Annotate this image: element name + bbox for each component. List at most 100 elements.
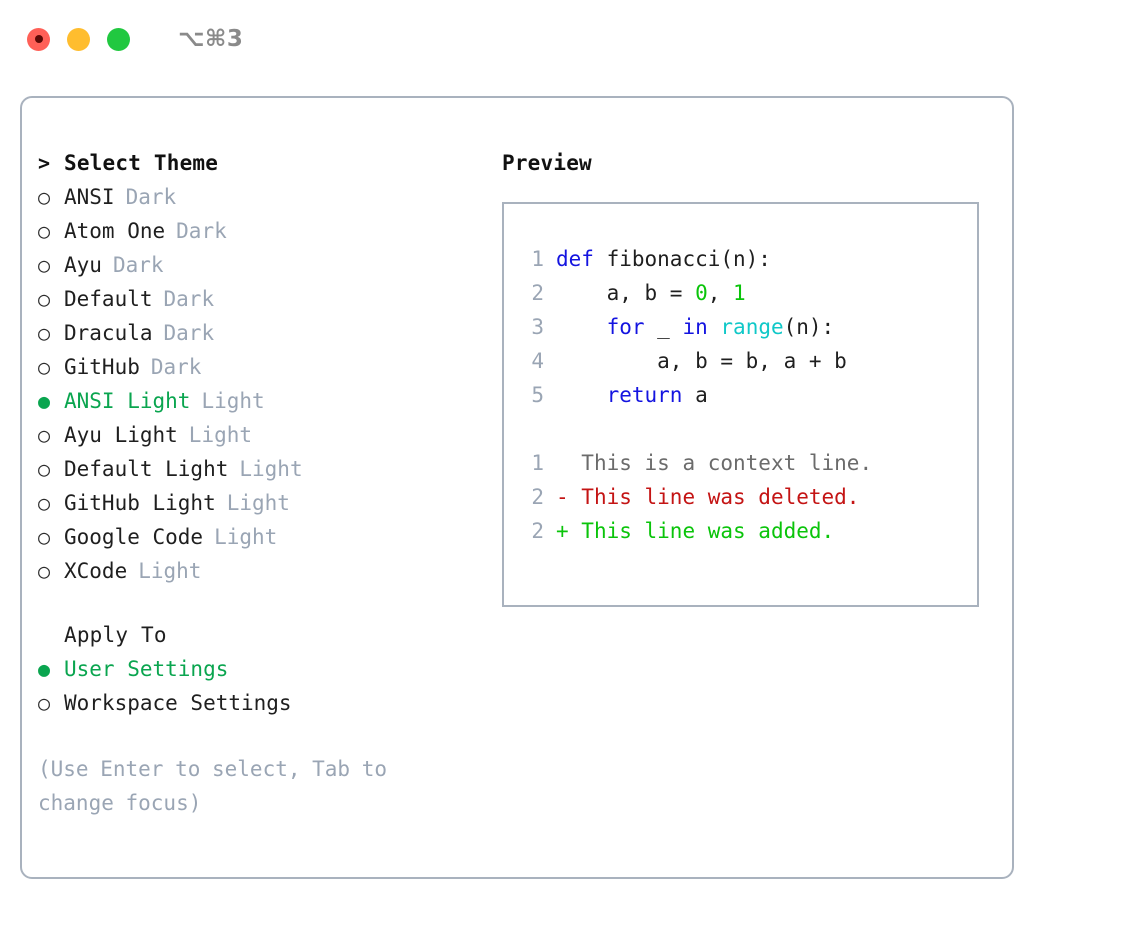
code-token xyxy=(556,315,607,339)
diff-line: 2- This line was deleted. xyxy=(504,480,977,514)
theme-item-label: ANSI xyxy=(64,185,115,209)
diff-line-content: This line was deleted. xyxy=(568,485,860,509)
theme-item-variant: Dark xyxy=(176,219,227,243)
theme-item-variant: Light xyxy=(138,559,202,583)
theme-item-label: Ayu xyxy=(64,253,102,277)
apply-to-item-label: User Settings xyxy=(64,657,229,681)
maximize-button[interactable] xyxy=(107,27,130,51)
line-number: 2 xyxy=(531,519,544,543)
line-number: 2 xyxy=(531,281,544,305)
radio-unselected-icon: ○ xyxy=(38,491,51,515)
theme-item-variant: Dark xyxy=(163,287,215,311)
apply-to-header: Apply To xyxy=(64,623,167,647)
line-number: 1 xyxy=(531,451,544,475)
spacer xyxy=(38,588,478,618)
diff-sample: 1 This is a context line.2- This line wa… xyxy=(504,446,977,548)
radio-selected-icon: ● xyxy=(38,657,51,681)
code-token xyxy=(556,383,607,407)
code-line: 2 a, b = 0, 1 xyxy=(504,276,977,310)
code-token: return xyxy=(606,383,683,407)
radio-unselected-icon: ○ xyxy=(38,219,51,243)
preview-title: Preview xyxy=(502,151,592,175)
line-number: 1 xyxy=(531,247,544,271)
theme-list-item[interactable]: ○ Google Code Light xyxy=(38,520,478,554)
code-token: in xyxy=(682,315,708,339)
keyboard-hint-text: (Use Enter to select, Tab to change focu… xyxy=(38,757,388,815)
diff-marker: - xyxy=(556,485,569,509)
theme-list-item[interactable]: ○ Ayu Dark xyxy=(38,248,478,282)
apply-to-list: ● User Settings ○ Workspace Settings xyxy=(38,652,478,720)
diff-line: 2+ This line was added. xyxy=(504,514,977,548)
code-token: (n): xyxy=(783,315,835,339)
code-token: 0 xyxy=(695,281,708,305)
code-line-content: return a xyxy=(556,378,708,412)
code-token: _ xyxy=(644,315,683,339)
code-line: 1 def fibonacci(n): xyxy=(504,242,977,276)
theme-item-label: Default Light xyxy=(64,457,229,481)
select-theme-header: > Select Theme xyxy=(38,146,478,180)
code-line: 3 for _ in range(n): xyxy=(504,310,977,344)
theme-list-item[interactable]: ○ ANSI Dark xyxy=(38,180,478,214)
code-line: 5 return a xyxy=(504,378,977,412)
radio-unselected-icon: ○ xyxy=(38,423,51,447)
code-diff-separator xyxy=(504,412,977,446)
radio-selected-icon: ● xyxy=(38,389,51,413)
diff-line-content: This line was added. xyxy=(568,519,835,543)
theme-item-variant: Light xyxy=(214,525,278,549)
code-line-content: a, b = b, a + b xyxy=(556,344,847,378)
code-token: for xyxy=(606,315,645,339)
line-number: 5 xyxy=(531,383,544,407)
window-controls xyxy=(27,27,130,51)
window-shortcut-label: ⌥⌘3 xyxy=(178,26,244,52)
theme-item-label: Google Code xyxy=(64,525,204,549)
code-token: , xyxy=(707,281,734,305)
code-line-content: a, b = 0, 1 xyxy=(556,276,746,310)
apply-to-item[interactable]: ○ Workspace Settings xyxy=(38,686,478,720)
code-line-content: def fibonacci(n): xyxy=(556,242,771,276)
radio-unselected-icon: ○ xyxy=(38,691,51,715)
radio-unselected-icon: ○ xyxy=(38,559,51,583)
minimize-button[interactable] xyxy=(67,27,90,51)
theme-item-variant: Dark xyxy=(125,185,177,209)
theme-item-variant: Dark xyxy=(150,355,202,379)
theme-item-variant: Light xyxy=(201,389,265,413)
code-token xyxy=(708,315,721,339)
code-token: fibonacci(n): xyxy=(593,247,771,271)
apply-to-item[interactable]: ● User Settings xyxy=(38,652,478,686)
code-token: a, b = b, a + b xyxy=(556,349,847,373)
theme-item-label: Ayu Light xyxy=(64,423,178,447)
line-number: 2 xyxy=(531,485,544,509)
diff-line: 1 This is a context line. xyxy=(504,446,977,480)
apply-to-item-label: Workspace Settings xyxy=(64,691,292,715)
code-token: range xyxy=(720,315,784,339)
code-line-content: for _ in range(n): xyxy=(556,310,835,344)
theme-item-variant: Dark xyxy=(112,253,164,277)
radio-unselected-icon: ○ xyxy=(38,525,51,549)
cursor-caret-icon: > xyxy=(38,151,51,175)
radio-unselected-icon: ○ xyxy=(38,253,51,277)
radio-unselected-icon: ○ xyxy=(38,355,51,379)
code-line: 4 a, b = b, a + b xyxy=(504,344,977,378)
radio-unselected-icon: ○ xyxy=(38,321,51,345)
theme-item-label: GitHub Light xyxy=(64,491,216,515)
radio-unselected-icon: ○ xyxy=(38,185,51,209)
window-titlebar: ⌥⌘3 xyxy=(0,0,1140,78)
close-button[interactable] xyxy=(27,27,50,51)
diff-line-content: This is a context line. xyxy=(568,451,873,475)
diff-marker xyxy=(556,446,569,480)
